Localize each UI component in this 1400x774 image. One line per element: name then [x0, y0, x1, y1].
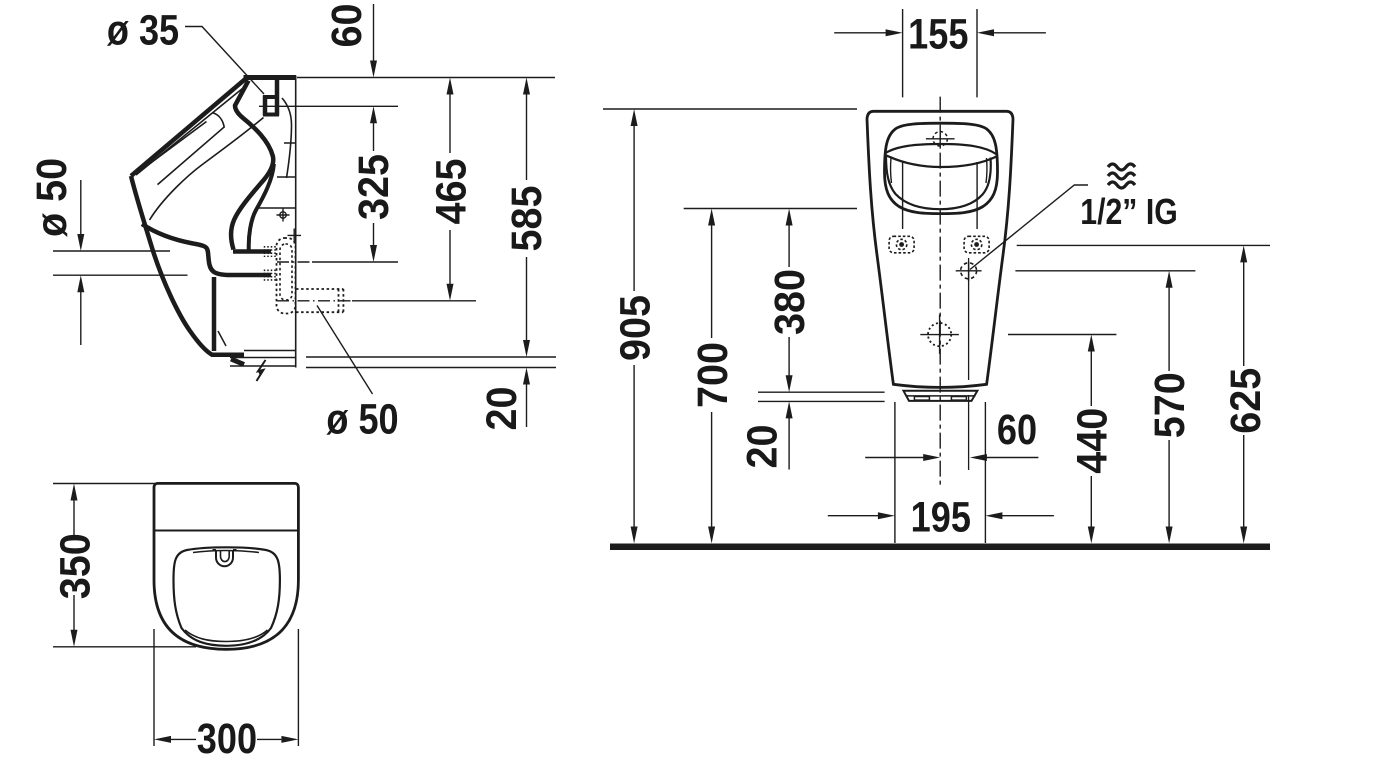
- svg-text:ø 50: ø 50: [326, 396, 398, 444]
- svg-text:155: 155: [908, 10, 968, 58]
- svg-text:ø 35: ø 35: [107, 7, 179, 55]
- svg-text:905: 905: [611, 295, 659, 361]
- svg-text:585: 585: [503, 186, 551, 252]
- svg-text:625: 625: [1222, 368, 1270, 434]
- svg-text:350: 350: [51, 533, 99, 599]
- svg-text:380: 380: [766, 269, 814, 335]
- svg-text:300: 300: [197, 715, 257, 763]
- svg-text:ø 50: ø 50: [28, 158, 76, 237]
- svg-text:440: 440: [1068, 408, 1116, 474]
- svg-text:60: 60: [997, 406, 1037, 454]
- svg-text:700: 700: [689, 342, 737, 408]
- svg-text:20: 20: [738, 425, 786, 469]
- svg-text:1/2” IG: 1/2” IG: [1080, 193, 1177, 233]
- svg-text:60: 60: [323, 4, 371, 48]
- svg-text:570: 570: [1146, 372, 1194, 438]
- svg-text:325: 325: [350, 154, 398, 220]
- svg-text:195: 195: [911, 494, 971, 542]
- svg-text:20: 20: [478, 387, 526, 431]
- svg-text:465: 465: [427, 159, 475, 225]
